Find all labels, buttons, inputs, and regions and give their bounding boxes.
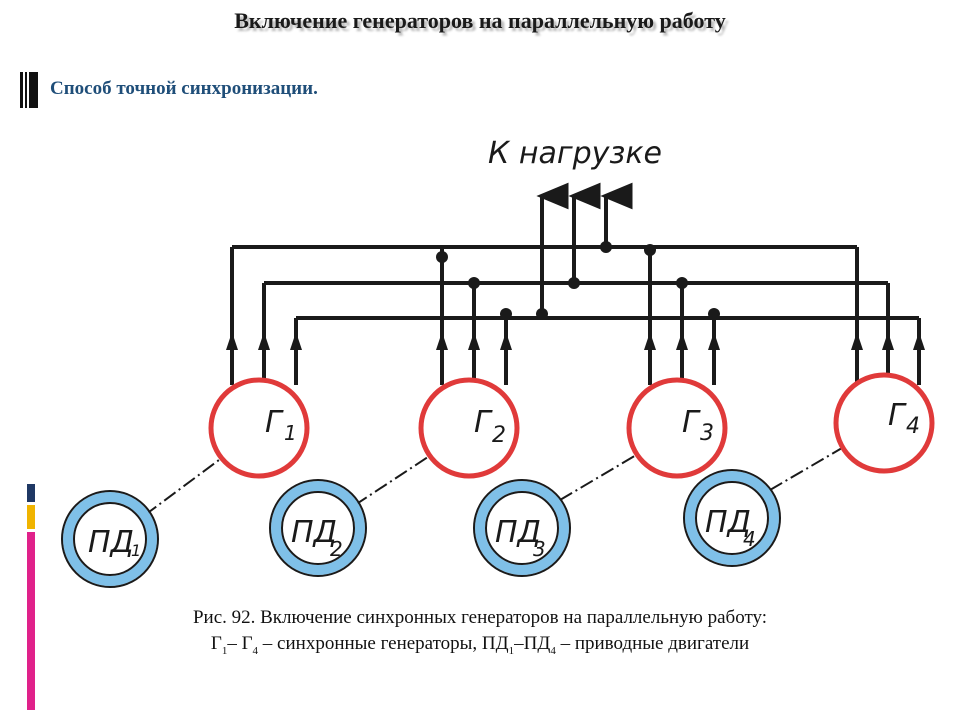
caption-line-2: Г1– Г4 – синхронные генераторы, ПД1–ПД4 … [210,633,750,657]
generator-2: Г 2 [418,377,520,479]
svg-text:2: 2 [330,537,343,561]
section-subtitle: Способ точной синхронизации. [50,78,318,99]
junction-dots [436,241,720,320]
side-strip-mid [27,505,35,529]
svg-text:ПД: ПД [88,525,134,560]
motor-1: ПД 1 [61,490,159,588]
generator-1: Г 1 [208,377,310,479]
side-strip-bottom [27,532,35,710]
svg-text:ПД: ПД [495,515,541,550]
motor-2: ПД 2 [269,479,367,577]
svg-text:4: 4 [906,414,920,439]
motor-4: ПД 4 [683,469,781,567]
svg-text:ПД: ПД [291,515,337,550]
section-marker [20,72,38,108]
side-strip-top [27,484,35,502]
svg-text:Г: Г [474,405,493,440]
svg-text:Г: Г [682,405,701,440]
svg-text:3: 3 [700,421,714,446]
svg-text:ПД: ПД [705,505,751,540]
wires [230,196,921,385]
load-label: К нагрузке [488,136,662,171]
caption-line-1: Рис. 92. Включение синхронных генераторо… [192,607,768,628]
svg-text:1: 1 [284,421,297,445]
svg-text:3: 3 [533,537,546,561]
page-title: Включение генераторов на параллельную ра… [234,8,726,33]
motor-3: ПД 3 [473,479,571,577]
generator-4: Г 4 [833,372,935,474]
svg-text:Г: Г [888,398,907,433]
generator-3: Г 3 [626,377,728,479]
svg-text:2: 2 [492,423,506,448]
svg-text:Г: Г [265,405,284,440]
lead-arrows [226,332,925,350]
svg-text:1: 1 [131,541,141,560]
svg-text:4: 4 [743,527,756,551]
figure-caption: Рис. 92. Включение синхронных генераторо… [0,605,960,664]
